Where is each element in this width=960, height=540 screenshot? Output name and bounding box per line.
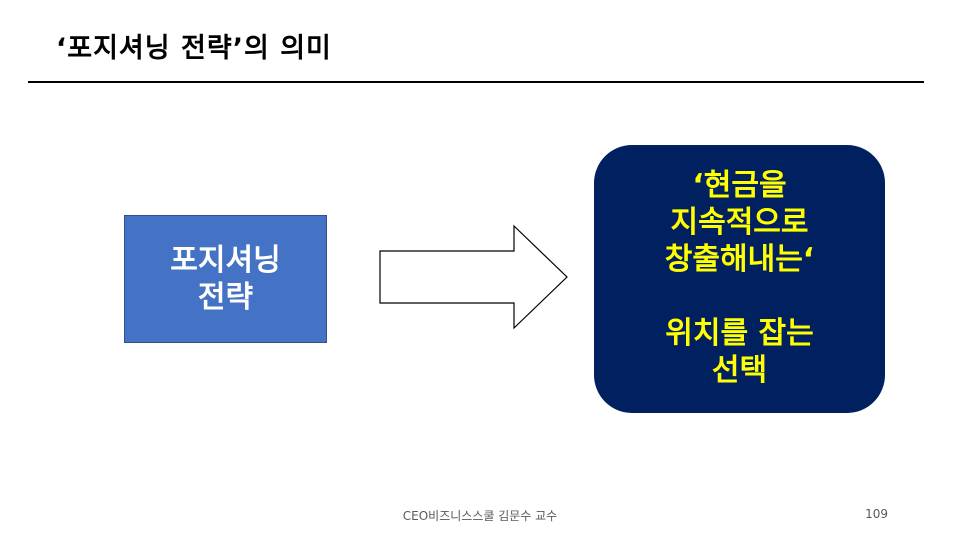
page-number: 109	[865, 507, 888, 521]
left-box-line-2: 전략	[197, 280, 254, 315]
meaning-line-4: 위치를 잡는	[665, 315, 814, 351]
meaning-line-5: 선택	[711, 352, 768, 388]
meaning-line-1: ‘현금을	[692, 168, 787, 204]
slide-title: ‘포지셔닝 전략’의 의미	[56, 33, 332, 64]
footer-text: CEO비즈니스스쿨 김문수 교수	[402, 509, 558, 523]
left-box-line-1: 포지셔닝	[170, 242, 281, 278]
arrow-shape	[379, 224, 568, 330]
positioning-strategy-box: 포지셔닝 전략	[124, 215, 327, 343]
meaning-box: ‘현금을 지속적으로 창출해내는‘ 위치를 잡는 선택	[594, 145, 885, 413]
title-divider	[28, 81, 924, 83]
right-arrow-icon	[379, 224, 568, 330]
meaning-line-2: 지속적으로	[670, 205, 809, 241]
meaning-line-3: 창출해내는‘	[664, 242, 815, 278]
